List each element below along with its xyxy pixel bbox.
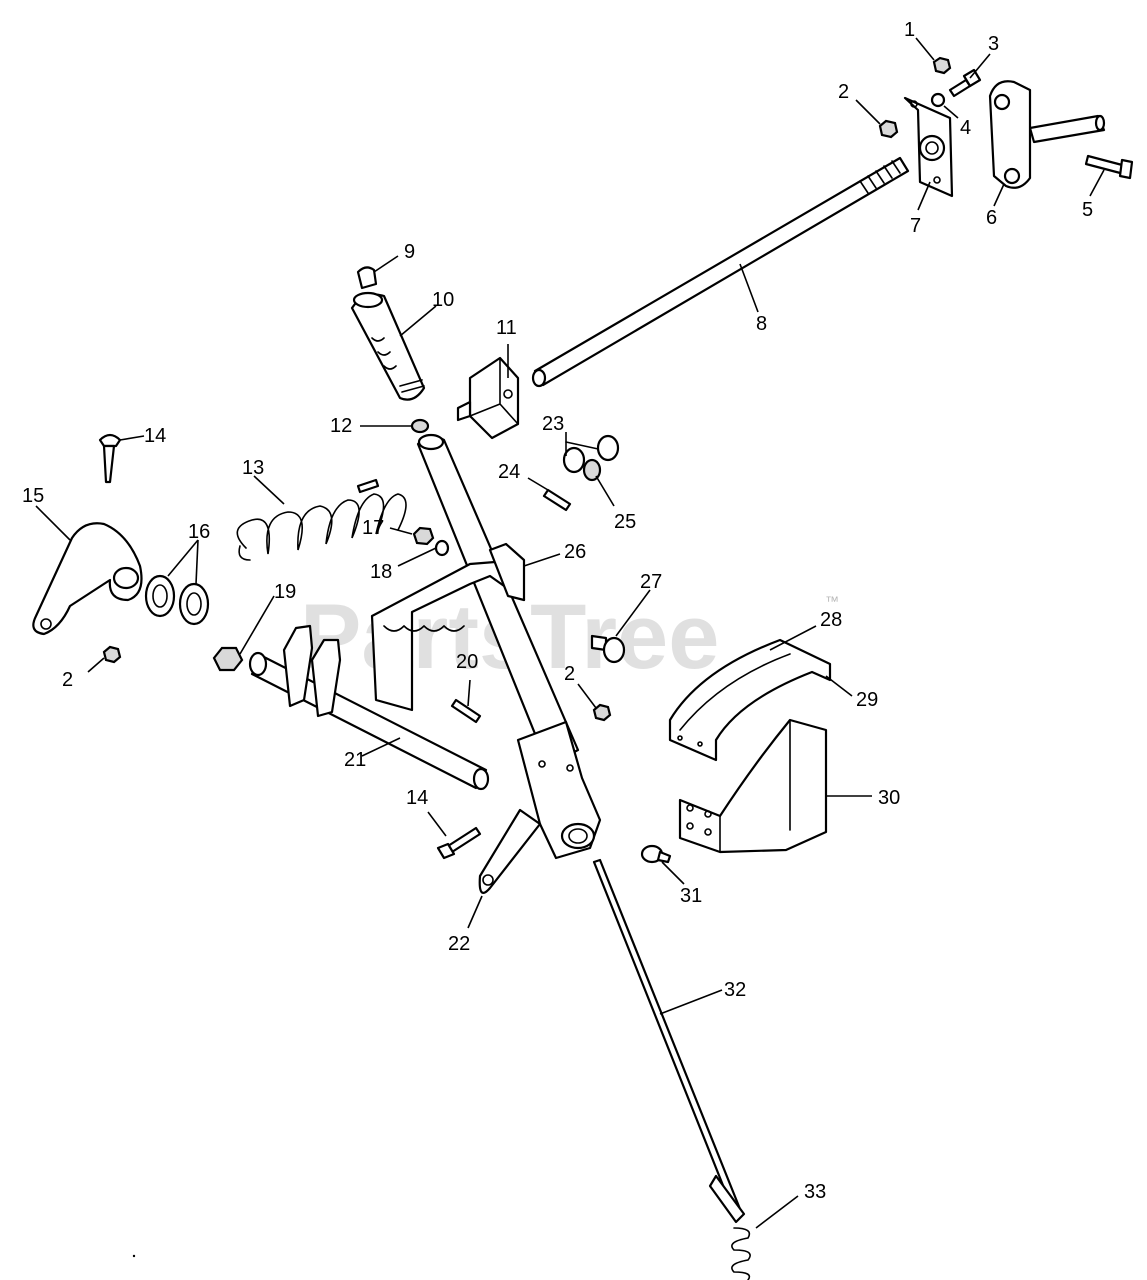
callout-6: 6 [986,207,997,229]
part-8-rod [531,156,910,388]
part-2-nut-top [878,119,899,139]
callout-32: 32 [724,979,746,1001]
part-1-nut [932,56,952,75]
part-14-bolt-lower [436,826,482,860]
stray-dot [132,1254,136,1258]
part-18-washer [434,539,450,557]
part-22-lever [416,433,602,894]
watermark-trademark: ™ [825,593,839,609]
callout-3: 3 [988,33,999,55]
part-10-grip [350,291,426,401]
callout-22: 22 [448,933,470,955]
part-32-rod [592,858,744,1220]
part-28-frame [668,638,832,762]
callout-13: 13 [242,457,264,479]
callout-10: 10 [432,289,454,311]
part-12-nut [410,418,430,434]
part-33-spring [708,1174,751,1280]
part-14-bolt-top [98,433,122,484]
callout-29: 29 [856,689,878,711]
callout-23: 23 [542,413,564,435]
callout-28: 28 [820,609,842,631]
part-20-pin [450,698,482,724]
callout-16: 16 [188,521,210,543]
part-21-shaft [248,624,490,791]
part-3-bolt [948,68,982,98]
callout-9: 9 [404,241,415,263]
part-24-pin [542,488,572,512]
callout-labels: 1 3 2 4 7 6 5 9 10 11 8 23 12 14 24 25 1… [22,19,1093,1203]
callout-25: 25 [614,511,636,533]
callout-26: 26 [564,541,586,563]
callout-5: 5 [1082,199,1093,221]
part-11-block [456,356,520,440]
leader-lines [35,37,1105,1229]
callout-14-top: 14 [144,425,166,447]
callout-24: 24 [498,461,520,483]
part-5-bolt [1084,154,1134,180]
callout-33: 33 [804,1181,826,1203]
callout-14-lower: 14 [406,787,428,809]
callout-7: 7 [910,215,921,237]
part-16-washers [144,574,210,626]
part-15-pawl [32,522,143,636]
callout-2-left: 2 [62,669,73,691]
callout-21: 21 [344,749,366,771]
callout-12: 12 [330,415,352,437]
callout-2-center: 2 [564,663,575,685]
part-30-cover [678,718,828,854]
part-7-bracket [903,96,954,198]
callout-20: 20 [456,651,478,673]
callout-15: 15 [22,485,44,507]
callout-31: 31 [680,885,702,907]
part-13-spring [236,478,407,561]
callout-18: 18 [370,561,392,583]
callout-30: 30 [878,787,900,809]
callout-1: 1 [904,19,915,41]
part-9-cap [356,266,378,290]
callout-4: 4 [960,117,971,139]
part-26-bracket [370,542,526,712]
callout-27: 27 [640,571,662,593]
part-17-nut [412,526,435,546]
callout-19: 19 [274,581,296,603]
part-6-arm [988,80,1106,189]
part-2-nut-center [592,703,612,722]
part-23-25-rings [562,434,620,482]
part-19-nut [212,646,244,672]
part-2-nut-left [102,645,122,664]
part-27-bolt [590,634,626,664]
callout-11: 11 [496,317,517,339]
part-31-bolt [640,844,672,864]
callout-2: 2 [838,81,849,103]
callout-17: 17 [362,517,384,539]
callout-8: 8 [756,313,767,335]
part-4-washer [930,92,946,108]
